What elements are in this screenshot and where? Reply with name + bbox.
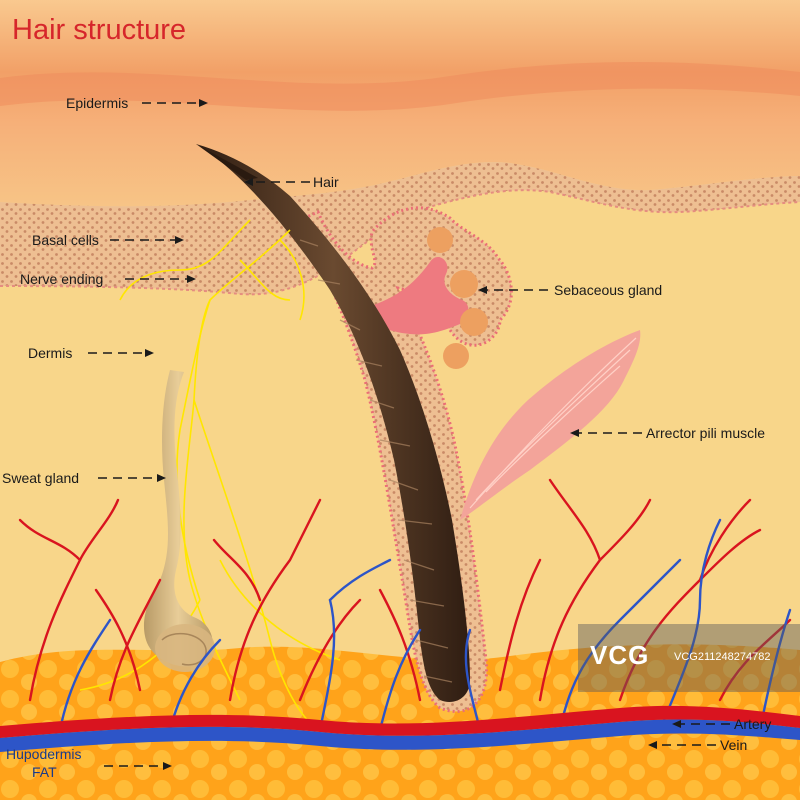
sebaceous-gland — [360, 227, 488, 369]
arrowheads — [145, 99, 681, 770]
watermark-id: VCG211248274782 — [674, 651, 771, 663]
main-vein — [0, 719, 800, 752]
diagram-title: Hair structure — [12, 14, 187, 46]
arrector-pili-muscle — [460, 330, 641, 520]
basal-cell-line — [0, 189, 800, 296]
nerve-fibers — [79, 219, 341, 731]
label-fat: FAT — [32, 764, 57, 780]
label-hupodermis: Hupodermis — [6, 746, 82, 762]
sweat-gland — [143, 370, 215, 672]
label-basal-cells: Basal cells — [32, 232, 99, 248]
label-dermis: Dermis — [28, 345, 73, 361]
label-epidermis: Epidermis — [66, 95, 129, 111]
watermark: VCG VCG211248274782 — [578, 624, 800, 692]
label-nerve-ending: Nerve ending — [20, 271, 104, 287]
watermark-logo: VCG — [590, 640, 650, 670]
hair-tip — [196, 144, 258, 180]
label-arrector-pili-muscle: Arrector pili muscle — [646, 425, 766, 441]
leader-arrows — [88, 102, 730, 767]
label-sweat-gland: Sweat gland — [2, 470, 80, 486]
label-sebaceous-gland: Sebaceous gland — [554, 282, 663, 298]
label-hair: Hair — [313, 174, 339, 190]
fat-layer — [0, 644, 800, 800]
hair-shaft-texture — [299, 239, 453, 683]
main-artery — [0, 705, 800, 738]
basal-cell-layer — [0, 162, 800, 295]
label-vein: Vein — [720, 737, 748, 753]
label-artery: Artery — [734, 716, 772, 732]
epidermis-highlight — [0, 62, 800, 111]
